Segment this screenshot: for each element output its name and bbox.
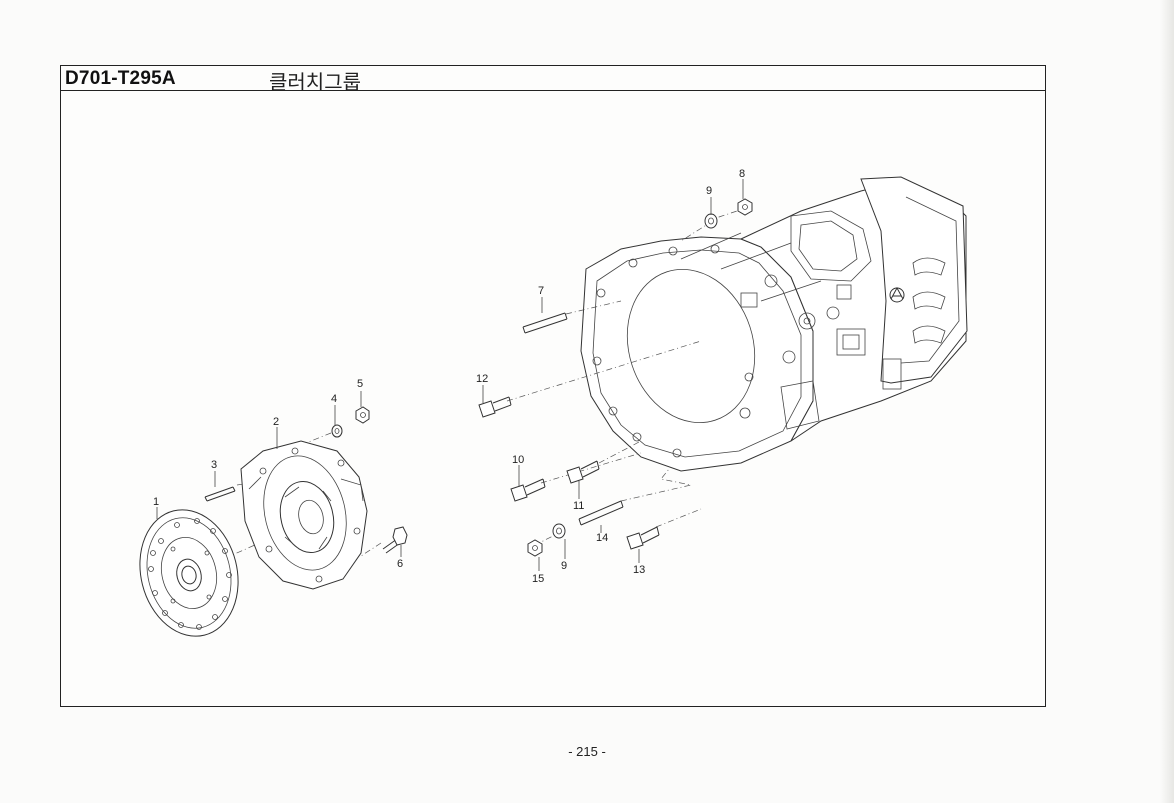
part-group-title: 클러치그룹 xyxy=(269,70,361,94)
fasteners xyxy=(204,198,753,557)
callout-numbers: 1 2 3 4 5 6 7 8 9 9 10 11 12 13 14 15 xyxy=(153,168,745,585)
page-number: - 215 - xyxy=(568,744,606,759)
callout-1: 1 xyxy=(153,496,159,508)
parts-diagram-frame: D701-T295A 클러치그룹 xyxy=(60,65,1046,707)
part-group-code: D701-T295A xyxy=(65,68,176,89)
exploded-view-drawing: 1 2 3 4 5 6 7 8 9 9 10 11 12 13 14 15 xyxy=(139,168,968,637)
callout-9-lower: 9 xyxy=(561,560,567,572)
pressure-plate-cover xyxy=(240,440,368,590)
callout-11: 11 xyxy=(573,500,584,512)
callout-12: 12 xyxy=(476,373,488,385)
callout-8: 8 xyxy=(739,168,745,180)
callout-3: 3 xyxy=(211,459,217,471)
callout-7: 7 xyxy=(538,285,544,297)
header-bar: D701-T295A 클러치그룹 xyxy=(61,66,1045,94)
callout-2: 2 xyxy=(273,416,279,428)
clutch-disc xyxy=(139,509,239,637)
leader-lines xyxy=(156,179,744,571)
callout-10: 10 xyxy=(512,454,524,466)
transmission-housing xyxy=(580,176,968,472)
callout-13: 13 xyxy=(633,564,645,576)
callout-4: 4 xyxy=(331,393,337,405)
callout-15: 15 xyxy=(532,573,544,585)
page-edge-shadow xyxy=(1160,0,1174,803)
callout-14: 14 xyxy=(596,532,608,544)
callout-5: 5 xyxy=(357,378,363,390)
callout-6: 6 xyxy=(397,558,403,570)
callout-9-upper: 9 xyxy=(706,185,712,197)
